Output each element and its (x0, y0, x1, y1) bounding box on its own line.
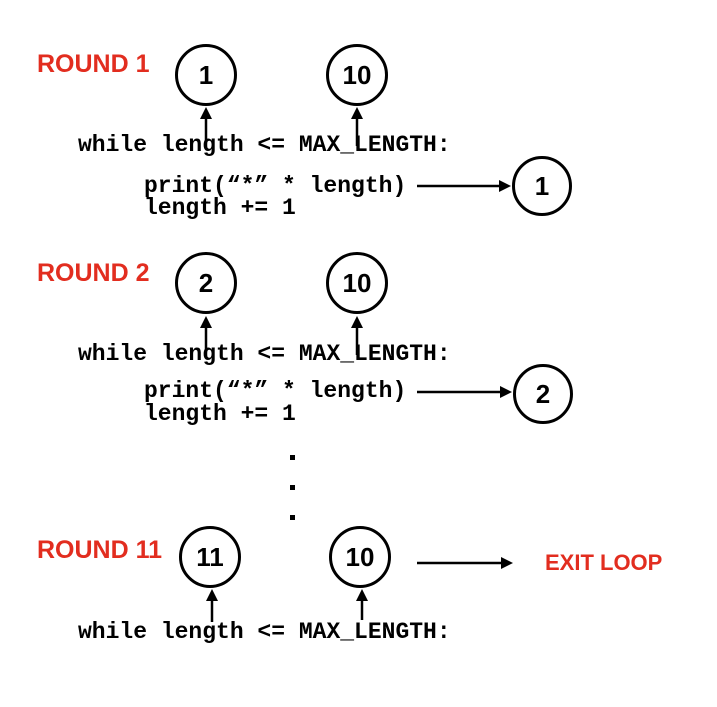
round-2-code-while: while length <= MAX_LENGTH: (78, 341, 451, 367)
round-1-length-value: 1 (198, 59, 214, 90)
round-2-code-increment: length += 1 (144, 401, 296, 427)
round-2-length-value: 2 (198, 267, 214, 298)
round-1-output-value: 1 (534, 170, 550, 201)
round-2-max-value: 10 (342, 267, 372, 298)
round-1-code-increment: length += 1 (144, 195, 296, 221)
round-2-code-print: print(“*” * length) (144, 378, 407, 404)
round-2-output-value: 2 (535, 378, 551, 409)
round-11-code-while: while length <= MAX_LENGTH: (78, 619, 451, 645)
ellipsis-dot (290, 515, 295, 520)
round-1-code-print: print(“*” * length) (144, 173, 407, 199)
round-11-max-value: 10 (345, 541, 375, 572)
round-11-length-value: 11 (196, 541, 224, 572)
ellipsis-dot (290, 455, 295, 460)
round-2-max-circle: 10 (326, 252, 388, 314)
exit-loop-label: EXIT LOOP (545, 550, 663, 575)
round-1-label: ROUND 1 (37, 50, 150, 78)
round-2-length-circle: 2 (175, 252, 237, 314)
round-11-length-circle: 11 (179, 526, 241, 588)
round-11-max-circle: 10 (329, 526, 391, 588)
round-1-max-circle: 10 (326, 44, 388, 106)
round-1-max-value: 10 (342, 59, 372, 90)
round-2-label: ROUND 2 (37, 259, 150, 287)
round-2-output-circle: 2 (513, 364, 573, 424)
ellipsis-dot (290, 485, 295, 490)
round-11-label: ROUND 11 (37, 536, 163, 564)
round-1-length-circle: 1 (175, 44, 237, 106)
round-1-code-while: while length <= MAX_LENGTH: (78, 132, 451, 158)
round-1-output-circle: 1 (512, 156, 572, 216)
